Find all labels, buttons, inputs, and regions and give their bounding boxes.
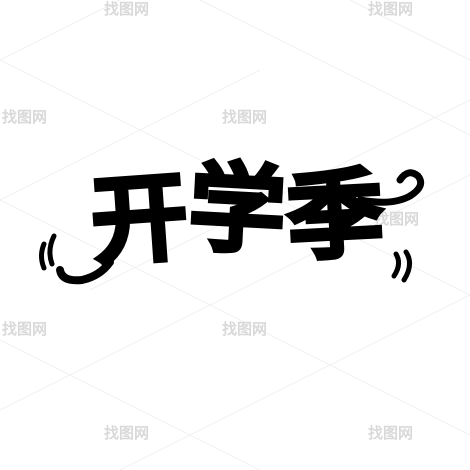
watermark: 找图网 [222,320,268,338]
watermark: 找图网 [368,0,414,18]
headline-calligraphy: 开 学 季 [72,132,402,292]
headline-char: 季 [282,156,388,277]
watermark: 找图网 [2,320,48,338]
headline-char: 开 [86,159,194,281]
watermark: 找图网 [2,108,48,126]
watermark: 找图网 [104,424,150,442]
watermark: 找图网 [368,424,414,442]
watermark: 找图网 [222,108,268,126]
watermark: 找图网 [374,210,420,228]
headline-char: 学 [184,150,290,271]
watermark: 找图网 [104,0,150,18]
